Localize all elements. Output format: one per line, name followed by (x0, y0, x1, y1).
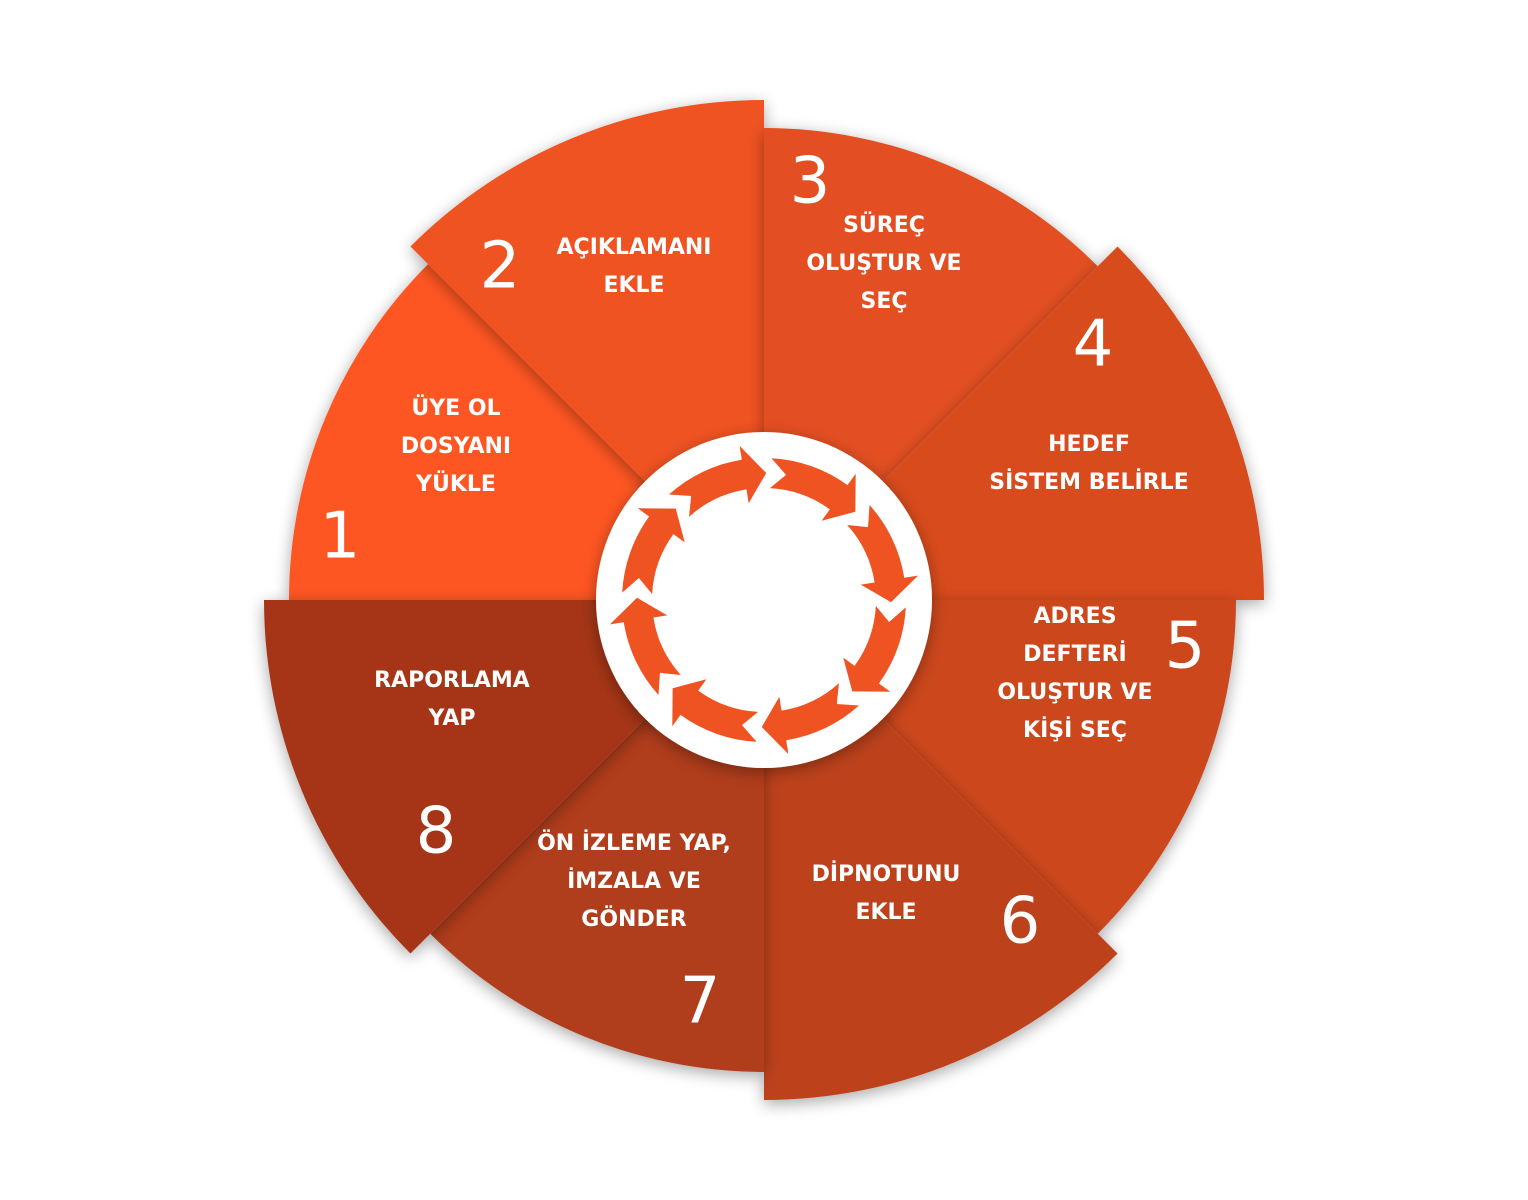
segment-label-line: DEFTERİ (1023, 641, 1126, 667)
cycle-arrow (609, 597, 681, 696)
segment-number-3: 3 (790, 145, 831, 219)
segment-label-line: YÜKLE (415, 471, 496, 497)
cycle-arrow (672, 679, 759, 742)
segment-label-line: ADRES (1033, 604, 1116, 629)
segment-label-line: YAP (428, 706, 476, 731)
segment-label-line: DOSYANI (401, 434, 511, 459)
segment-number-1: 1 (320, 500, 361, 574)
segment-label-8: RAPORLAMA YAP (374, 668, 530, 731)
segment-label-line: EKLE (855, 900, 916, 925)
cycle-arrow (761, 683, 860, 755)
segment-label-4: HEDEF SİSTEM BELİRLE (989, 432, 1188, 495)
segment-number-8: 8 (416, 795, 457, 869)
segment-label-2: AÇIKLAMANI EKLE (557, 235, 712, 298)
segment-label-line: SİSTEM BELİRLE (989, 469, 1188, 495)
segment-label-7: ÖN İZLEME YAP, İMZALA VE GÖNDER (537, 830, 731, 932)
cycle-arrow (847, 504, 919, 603)
segment-label-line: ÜYE OL (411, 395, 500, 421)
segment-label-line: AÇIKLAMANI (557, 235, 712, 260)
segment-label-line: SEÇ (860, 289, 907, 314)
cycle-arrow (769, 458, 856, 521)
segment-label-5: ADRES DEFTERİ OLUŞTUR VE KİŞİ SEÇ (997, 604, 1152, 743)
segment-label-line: RAPORLAMA (374, 668, 530, 693)
segment-number-7: 7 (680, 965, 721, 1039)
circular-arrows-icon (609, 445, 919, 755)
segment-label-line: OLUŞTUR VE (806, 251, 961, 276)
segment-label-line: HEDEF (1048, 432, 1130, 457)
segment-label-3: SÜREÇ OLUŞTUR VE SEÇ (806, 212, 961, 314)
segment-number-5: 5 (1165, 610, 1206, 684)
segment-number-4: 4 (1073, 308, 1114, 382)
segment-label-line: OLUŞTUR VE (997, 680, 1152, 705)
center-disc (596, 432, 932, 768)
segment-label-line: DİPNOTUNU (812, 861, 961, 887)
segment-number-6: 6 (1000, 885, 1041, 959)
segment-label-line: SÜREÇ (843, 212, 925, 238)
segment-label-line: GÖNDER (581, 906, 686, 932)
segment-texts: ÜYE OL DOSYANI YÜKLE 1 AÇIKLAMANI EKLE 2 SÜREÇ O… (320, 145, 1206, 1039)
segment-label-line: KİŞİ SEÇ (1023, 717, 1127, 743)
segment-label-line: EKLE (603, 273, 664, 298)
segment-label-line: ÖN İZLEME YAP, (537, 830, 731, 856)
cycle-arrow (668, 445, 767, 517)
segment-label-6: DİPNOTUNU EKLE (812, 861, 961, 925)
cycle-arrow (622, 508, 685, 595)
cycle-arrow (843, 605, 906, 692)
segment-label-1: ÜYE OL DOSYANI YÜKLE (401, 395, 511, 497)
segment-number-2: 2 (480, 230, 521, 304)
segment-label-line: İMZALA VE (567, 868, 701, 894)
center-hub (596, 432, 932, 768)
